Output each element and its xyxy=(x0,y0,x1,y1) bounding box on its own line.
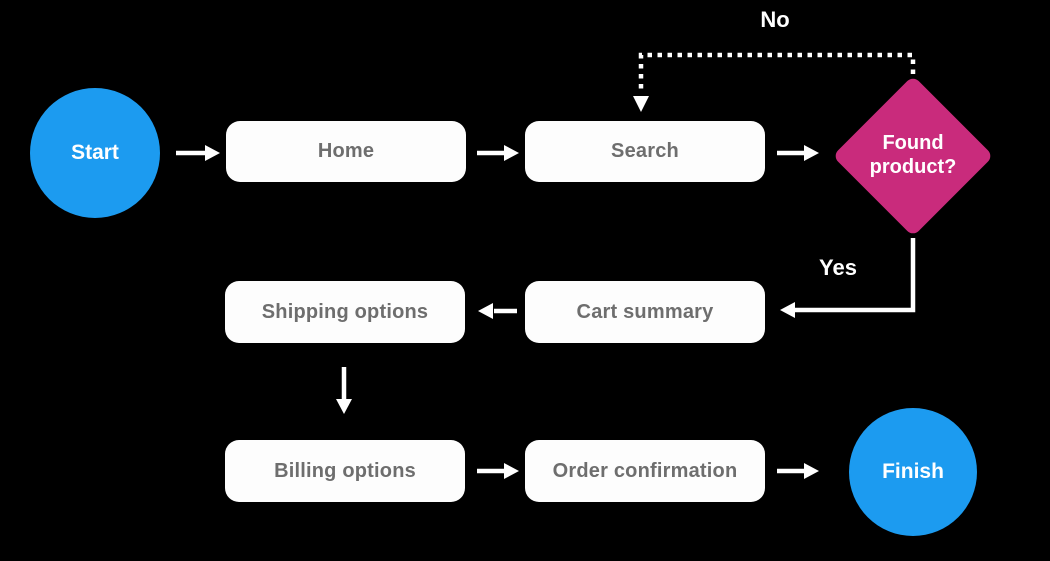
node-search: Search xyxy=(525,121,765,182)
node-cart-summary-label: Cart summary xyxy=(576,300,714,323)
arrowhead-shipping-to-billing xyxy=(336,399,352,414)
edge-label-yes: Yes xyxy=(819,255,857,280)
node-billing-options-label: Billing options xyxy=(274,459,416,482)
arrowhead-decision-yes-to-cart xyxy=(780,302,795,318)
node-order-confirmation-label: Order confirmation xyxy=(552,459,738,482)
arrowhead-order-to-finish xyxy=(804,463,819,479)
arrowhead-start-to-home xyxy=(205,145,220,161)
node-start-label: Start xyxy=(71,141,119,164)
node-billing-options: Billing options xyxy=(225,440,465,502)
node-finish: Finish xyxy=(849,408,977,536)
edge-label-no: No xyxy=(760,7,790,32)
node-start: Start xyxy=(30,88,160,218)
arrowhead-decision-no-to-search xyxy=(633,96,649,112)
arrowhead-cart-to-shipping xyxy=(478,303,493,319)
node-found-product-label: Found product? xyxy=(869,132,957,178)
node-home-label: Home xyxy=(317,140,375,162)
arrowhead-search-to-decision xyxy=(804,145,819,161)
node-search-label: Search xyxy=(611,140,679,162)
node-order-confirmation: Order confirmation xyxy=(525,440,765,502)
node-shipping-options-label: Shipping options xyxy=(261,300,429,323)
node-home: Home xyxy=(226,121,466,182)
arrowhead-home-to-search xyxy=(504,145,519,161)
node-finish-label: Finish xyxy=(882,460,944,483)
node-shipping-options: Shipping options xyxy=(225,281,465,343)
node-found-product: Found product? xyxy=(832,75,994,237)
node-cart-summary: Cart summary xyxy=(525,281,765,343)
arrowhead-billing-to-order xyxy=(504,463,519,479)
